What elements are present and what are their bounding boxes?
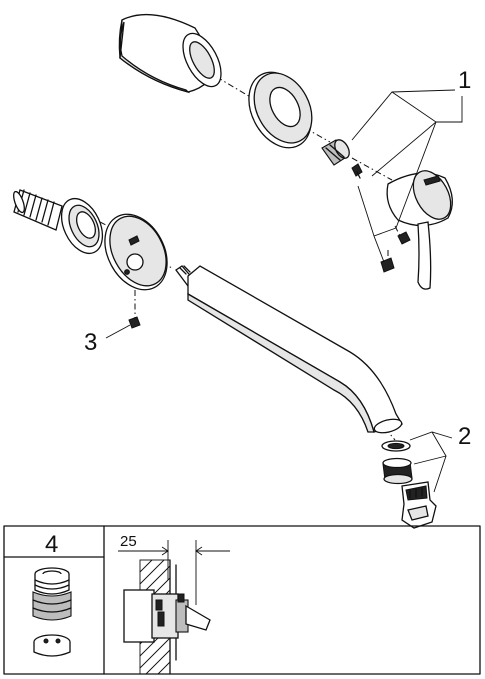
callout-label-2: 2 [458, 423, 471, 450]
callout-label-3: 3 [84, 329, 97, 356]
spare-part-number-label: 4 [45, 531, 58, 558]
aerator-key [401, 481, 437, 529]
callout-label-1: 1 [458, 67, 471, 94]
lever-handle [386, 170, 453, 290]
callout-3-leader [105, 324, 131, 339]
handle-set-screw [397, 231, 411, 245]
aerator-insert [382, 457, 413, 485]
spare-part-cartridge [32, 567, 72, 657]
inset-panel [3, 525, 481, 675]
callout-2-leaders [409, 431, 453, 493]
rosette-set-screw [128, 316, 141, 329]
aerator-seal [381, 440, 411, 452]
grub-screw-upper [351, 163, 363, 179]
hose-connector [13, 189, 104, 255]
threaded-adapter [321, 139, 350, 166]
wall-rosette-plate [104, 213, 168, 291]
rosette-ring [248, 71, 313, 149]
spout [175, 265, 403, 434]
callout-1-leaders [351, 89, 463, 263]
cover-sleeve [118, 14, 222, 94]
installation-detail [118, 540, 230, 675]
dimension-value-label: 25 [120, 533, 137, 550]
